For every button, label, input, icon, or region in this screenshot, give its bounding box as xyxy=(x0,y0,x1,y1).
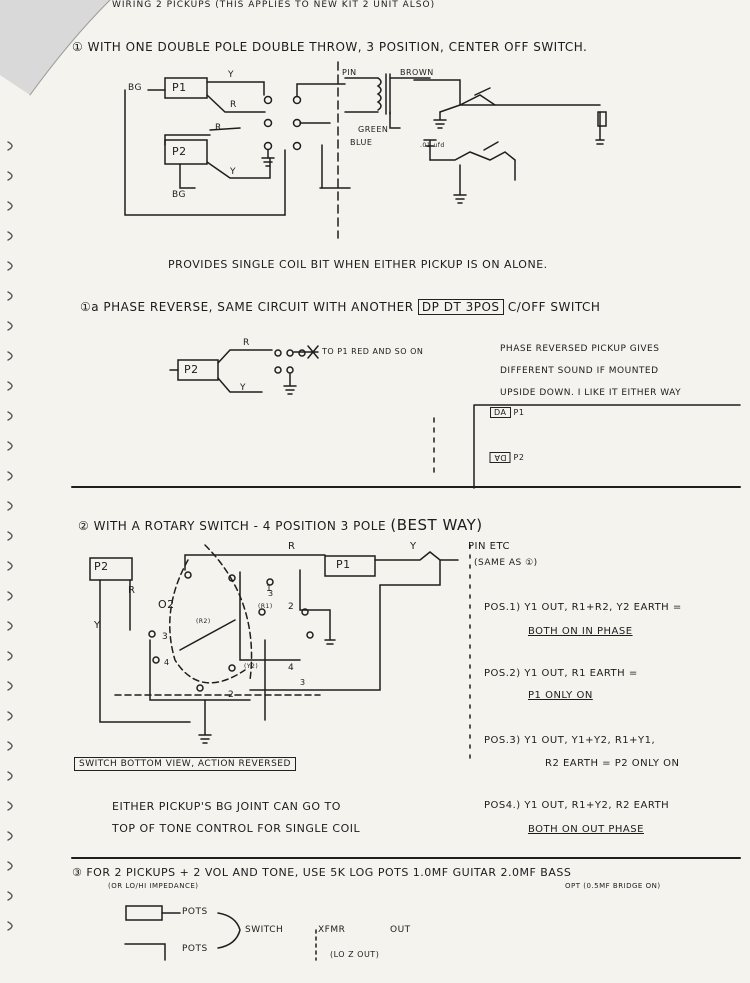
p1-pickup-box xyxy=(324,555,376,577)
p2-orientation-label: P2 xyxy=(513,453,525,462)
lo-z-out-label: (LO Z OUT) xyxy=(330,950,380,959)
p1-label: P1 xyxy=(336,558,351,571)
xfmr-label: XFMR xyxy=(318,925,346,935)
sub-4-label: 4 xyxy=(164,658,170,667)
pin-etc-label: PIN ETC xyxy=(468,541,510,552)
p1-label: P1 xyxy=(172,81,187,94)
section1a-heading: ①a PHASE REVERSE, SAME CIRCUIT WITH ANOT… xyxy=(80,299,601,315)
section1a-heading-box: DP DT 3POS xyxy=(417,299,504,315)
section1a-heading-suffix: C/OFF SWITCH xyxy=(507,300,601,314)
switch-bottom-view-box: SWITCH BOTTOM VIEW, ACTION REVERSED xyxy=(74,757,296,771)
r-wire-label: R xyxy=(288,541,296,552)
section3-heading: ③ FOR 2 PICKUPS + 2 VOL AND TONE, USE 5K… xyxy=(72,866,572,879)
pos1-line1: POS.1) Y1 OUT, R1+R2, Y2 EARTH = xyxy=(484,602,682,613)
pin-label: PIN xyxy=(342,68,357,77)
y-wire-label: Y xyxy=(240,383,246,393)
section2-heading-paren: (BEST WAY) xyxy=(390,516,483,534)
out-label: OUT xyxy=(390,925,411,935)
o2-label: O2 xyxy=(158,598,175,611)
pos2-line2: P1 ONLY ON xyxy=(528,690,593,701)
pos4-line2: BOTH ON OUT PHASE xyxy=(528,824,644,835)
lug-4-label: 4 xyxy=(288,663,295,673)
section2-heading-prefix: ② WITH A ROTARY SWITCH - 4 POSITION 3 PO… xyxy=(78,519,387,533)
capacitor-label: .01 ufd xyxy=(420,142,445,149)
r1-label: (R1) xyxy=(258,603,273,610)
section3-sub-left: (OR LO/HI IMPEDANCE) xyxy=(108,882,199,890)
p2-label: P2 xyxy=(94,560,109,573)
y-wire-label-2: Y xyxy=(230,167,236,177)
r2-label: (R2) xyxy=(196,618,211,625)
section3-block xyxy=(71,857,741,961)
to-p1-label: TO P1 RED AND SO ON xyxy=(322,347,424,356)
section1-caption: PROVIDES SINGLE COIL BIT WHEN EITHER PIC… xyxy=(168,258,548,271)
r-wire-label: R xyxy=(230,100,237,110)
page-curl xyxy=(0,0,110,95)
bg-label-2: BG xyxy=(172,190,186,200)
pos2-line1: POS.2) Y1 OUT, R1 EARTH = xyxy=(484,668,638,679)
either-line-2: TOP OF TONE CONTROL FOR SINGLE COIL xyxy=(112,822,361,835)
y-wire-label: Y xyxy=(228,70,234,80)
brown-label: BROWN xyxy=(400,68,434,77)
same-as-label: (SAME AS ①) xyxy=(474,558,538,568)
pos3-line1: POS.3) Y1 OUT, Y1+Y2, R1+Y1, xyxy=(484,735,656,746)
section2-heading: ② WITH A ROTARY SWITCH - 4 POSITION 3 PO… xyxy=(78,516,483,534)
y-wire-label: Y xyxy=(410,541,417,552)
sub-2-label: 2 xyxy=(228,690,235,700)
pos4-line1: POS4.) Y1 OUT, R1+Y2, R2 EARTH xyxy=(484,800,670,811)
section2-circuit xyxy=(89,544,471,761)
p2-label: P2 xyxy=(184,363,199,376)
bg-label: BG xyxy=(128,83,142,93)
title-fragment: WIRING 2 PICKUPS (THIS APPLIES TO NEW KI… xyxy=(112,0,436,10)
p1-orientation: DA P1 xyxy=(490,407,525,418)
pos3-line2: R2 EARTH = P2 ONLY ON xyxy=(545,758,680,769)
phase-note-line-1: PHASE REVERSED PICKUP GIVES xyxy=(500,344,660,354)
y-left-label: Y xyxy=(94,620,101,631)
r-cut-label: R xyxy=(215,123,222,133)
y2-label: (Y2) xyxy=(244,663,259,670)
r-left-label: R xyxy=(128,585,136,596)
either-line-1: EITHER PICKUP'S BG JOINT CAN GO TO xyxy=(112,800,341,813)
r-wire-label: R xyxy=(243,338,250,348)
pos1-line2: BOTH ON IN PHASE xyxy=(528,626,633,637)
spiral-binding-loops xyxy=(7,141,13,931)
blue-label: BLUE xyxy=(350,138,373,147)
lug-2-label: 2 xyxy=(288,602,295,612)
p1-pickup-box xyxy=(164,77,208,99)
p2-label: P2 xyxy=(172,145,187,158)
phase-note-line-3: UPSIDE DOWN. I LIKE IT EITHER WAY xyxy=(500,388,682,398)
green-label: GREEN xyxy=(358,125,389,134)
p2-pickup-box xyxy=(89,557,133,581)
switch-label: SWITCH xyxy=(245,925,284,935)
lug-3-label: 3 xyxy=(162,632,169,642)
section1-heading: ① WITH ONE DOUBLE POLE DOUBLE THROW, 3 P… xyxy=(72,40,588,54)
pots-label-2: POTS xyxy=(182,944,208,954)
pots-label-1: POTS xyxy=(182,907,208,917)
section1a-circuit xyxy=(169,345,741,489)
section3-sub-right: OPT (0.5MF BRIDGE ON) xyxy=(565,882,661,890)
section1-circuit xyxy=(124,61,607,239)
p1-orientation-box: DA xyxy=(490,407,511,418)
sub-3b-label: 3 xyxy=(300,678,306,687)
pot-block-1 xyxy=(125,905,163,921)
section1a-heading-prefix: ①a PHASE REVERSE, SAME CIRCUIT WITH ANOT… xyxy=(80,300,414,314)
p1-orientation-label: P1 xyxy=(513,408,525,417)
p2-pickup-box xyxy=(164,139,208,165)
phase-note-line-2: DIFFERENT SOUND IF MOUNTED xyxy=(500,366,659,376)
lug-1-label: 1 xyxy=(266,584,273,594)
p2-orientation: DA P2 xyxy=(490,452,524,463)
p2-orientation-box: DA xyxy=(490,452,511,463)
sub-3-label: 3 xyxy=(268,589,274,598)
